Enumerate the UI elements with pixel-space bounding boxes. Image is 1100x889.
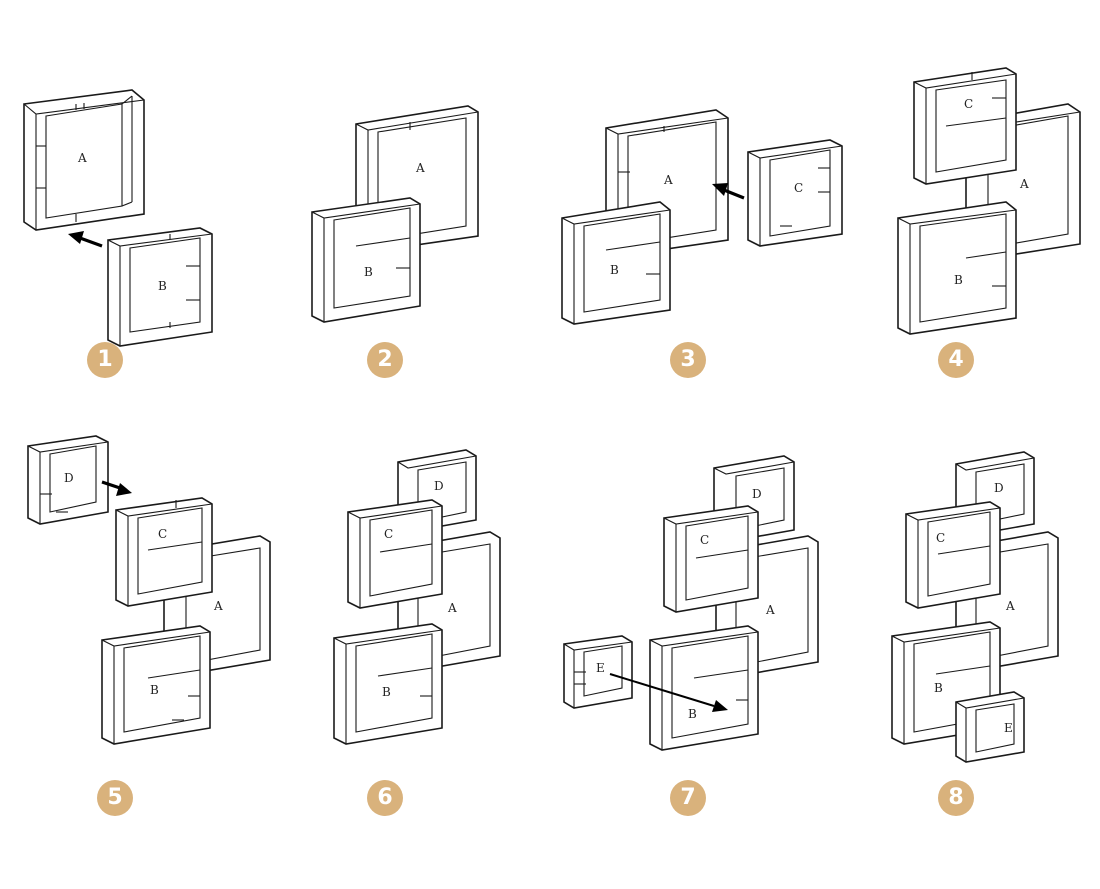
frame-a: A <box>23 89 145 231</box>
frame-b-label: B <box>934 681 943 695</box>
frame-b: B <box>101 625 211 745</box>
frame-a-label: A <box>447 601 457 615</box>
frame-e: E <box>563 635 633 709</box>
frame-c: C <box>747 139 843 247</box>
frame-d: D <box>397 449 477 533</box>
frame-d-label: D <box>434 479 444 493</box>
frame-b-label: B <box>158 279 167 293</box>
frame-a-label: A <box>415 161 425 175</box>
frame-b: B <box>311 197 421 323</box>
frame-b: B <box>897 201 1017 335</box>
frame-e-label: E <box>1004 721 1013 735</box>
frame-a: A <box>965 103 1081 261</box>
frame-c-label: C <box>794 181 803 195</box>
frame-a: A <box>605 109 729 257</box>
frame-a: A <box>715 535 819 679</box>
frame-a: A <box>955 531 1059 673</box>
frame-c: C <box>663 505 759 613</box>
frame-c-label: C <box>384 527 393 541</box>
step-number-badge: 4 <box>938 342 974 378</box>
step-5-arrow <box>101 480 132 496</box>
frame-d: D <box>27 435 109 525</box>
step-1-arrow <box>68 231 103 248</box>
step-number-badge: 3 <box>670 342 706 378</box>
frame-b: B <box>107 227 213 347</box>
frame-a-label: A <box>663 173 673 187</box>
frame-c-label: C <box>936 531 945 545</box>
frame-a: A <box>355 105 479 253</box>
step-3-arrow <box>712 183 745 200</box>
frame-a: A <box>163 535 271 677</box>
frame-b: B <box>649 625 759 751</box>
frame-d-label: D <box>752 487 762 501</box>
frame-c: C <box>115 497 213 607</box>
frame-b-label: B <box>610 263 619 277</box>
step-number-badge: 2 <box>367 342 403 378</box>
frame-b-label: B <box>364 265 373 279</box>
frame-c: C <box>347 499 443 609</box>
frame-c-label: C <box>158 527 167 541</box>
frame-b-label: B <box>954 273 963 287</box>
frame-a-label: A <box>1019 177 1029 191</box>
step-number-badge: 6 <box>367 780 403 816</box>
step-number-badge: 8 <box>938 780 974 816</box>
frame-d: D <box>955 451 1035 537</box>
frame-d-label: D <box>64 471 74 485</box>
frame-a-label: A <box>213 599 223 613</box>
frame-b: B <box>891 621 1001 745</box>
frame-e: E <box>955 691 1025 763</box>
frame-c: C <box>905 501 1001 609</box>
step-number-badge: 7 <box>670 780 706 816</box>
frame-e-label: E <box>596 661 605 675</box>
frame-a-label: A <box>765 603 775 617</box>
frame-a-label: A <box>77 151 87 165</box>
frame-b-label: B <box>150 683 159 697</box>
step-7-arrow <box>609 673 728 712</box>
frame-a: A <box>397 531 501 673</box>
frame-b-label: B <box>688 707 697 721</box>
frame-b-label: B <box>382 685 391 699</box>
frame-d-label: D <box>994 481 1004 495</box>
step-number-badge: 5 <box>97 780 133 816</box>
frame-c-label: C <box>964 97 973 111</box>
frame-b: B <box>561 201 671 325</box>
step-number-badge: 1 <box>87 342 123 378</box>
frame-c: C <box>913 67 1017 185</box>
frame-c-label: C <box>700 533 709 547</box>
frame-b: B <box>333 623 443 745</box>
frame-d: D <box>713 455 795 543</box>
frame-a-label: A <box>1005 599 1015 613</box>
